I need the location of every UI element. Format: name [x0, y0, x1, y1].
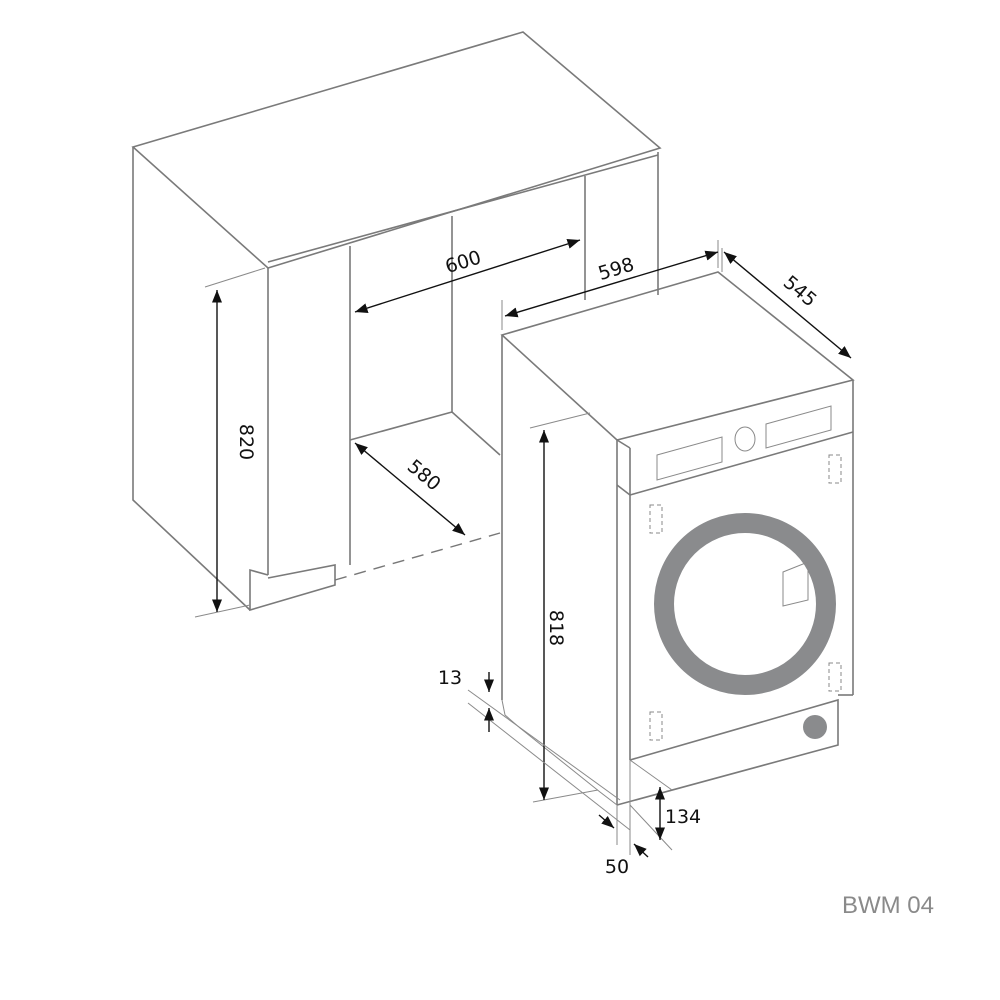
appliance-depth-label: 545 — [779, 271, 821, 311]
display-panel-left — [656, 436, 723, 481]
foot-adjust-label: 13 — [438, 667, 462, 689]
dimension-lines — [194, 239, 852, 858]
niche-depth-label: 580 — [403, 455, 445, 495]
door-handle — [782, 561, 809, 607]
model-label: BWM 04 — [842, 892, 934, 919]
appliance-width-label: 598 — [596, 253, 637, 285]
washing-machine — [500, 271, 855, 806]
door-ring — [654, 513, 836, 695]
niche-height-label: 820 — [235, 424, 257, 460]
plinth-height-label: 134 — [665, 806, 701, 828]
display-panel-right — [765, 405, 832, 449]
program-knob-icon — [734, 426, 756, 452]
plinth-recess-label: 50 — [605, 856, 629, 878]
kitchen-cabinet — [131, 31, 662, 612]
service-cap-icon — [803, 715, 827, 739]
appliance-height-label: 818 — [545, 610, 567, 646]
